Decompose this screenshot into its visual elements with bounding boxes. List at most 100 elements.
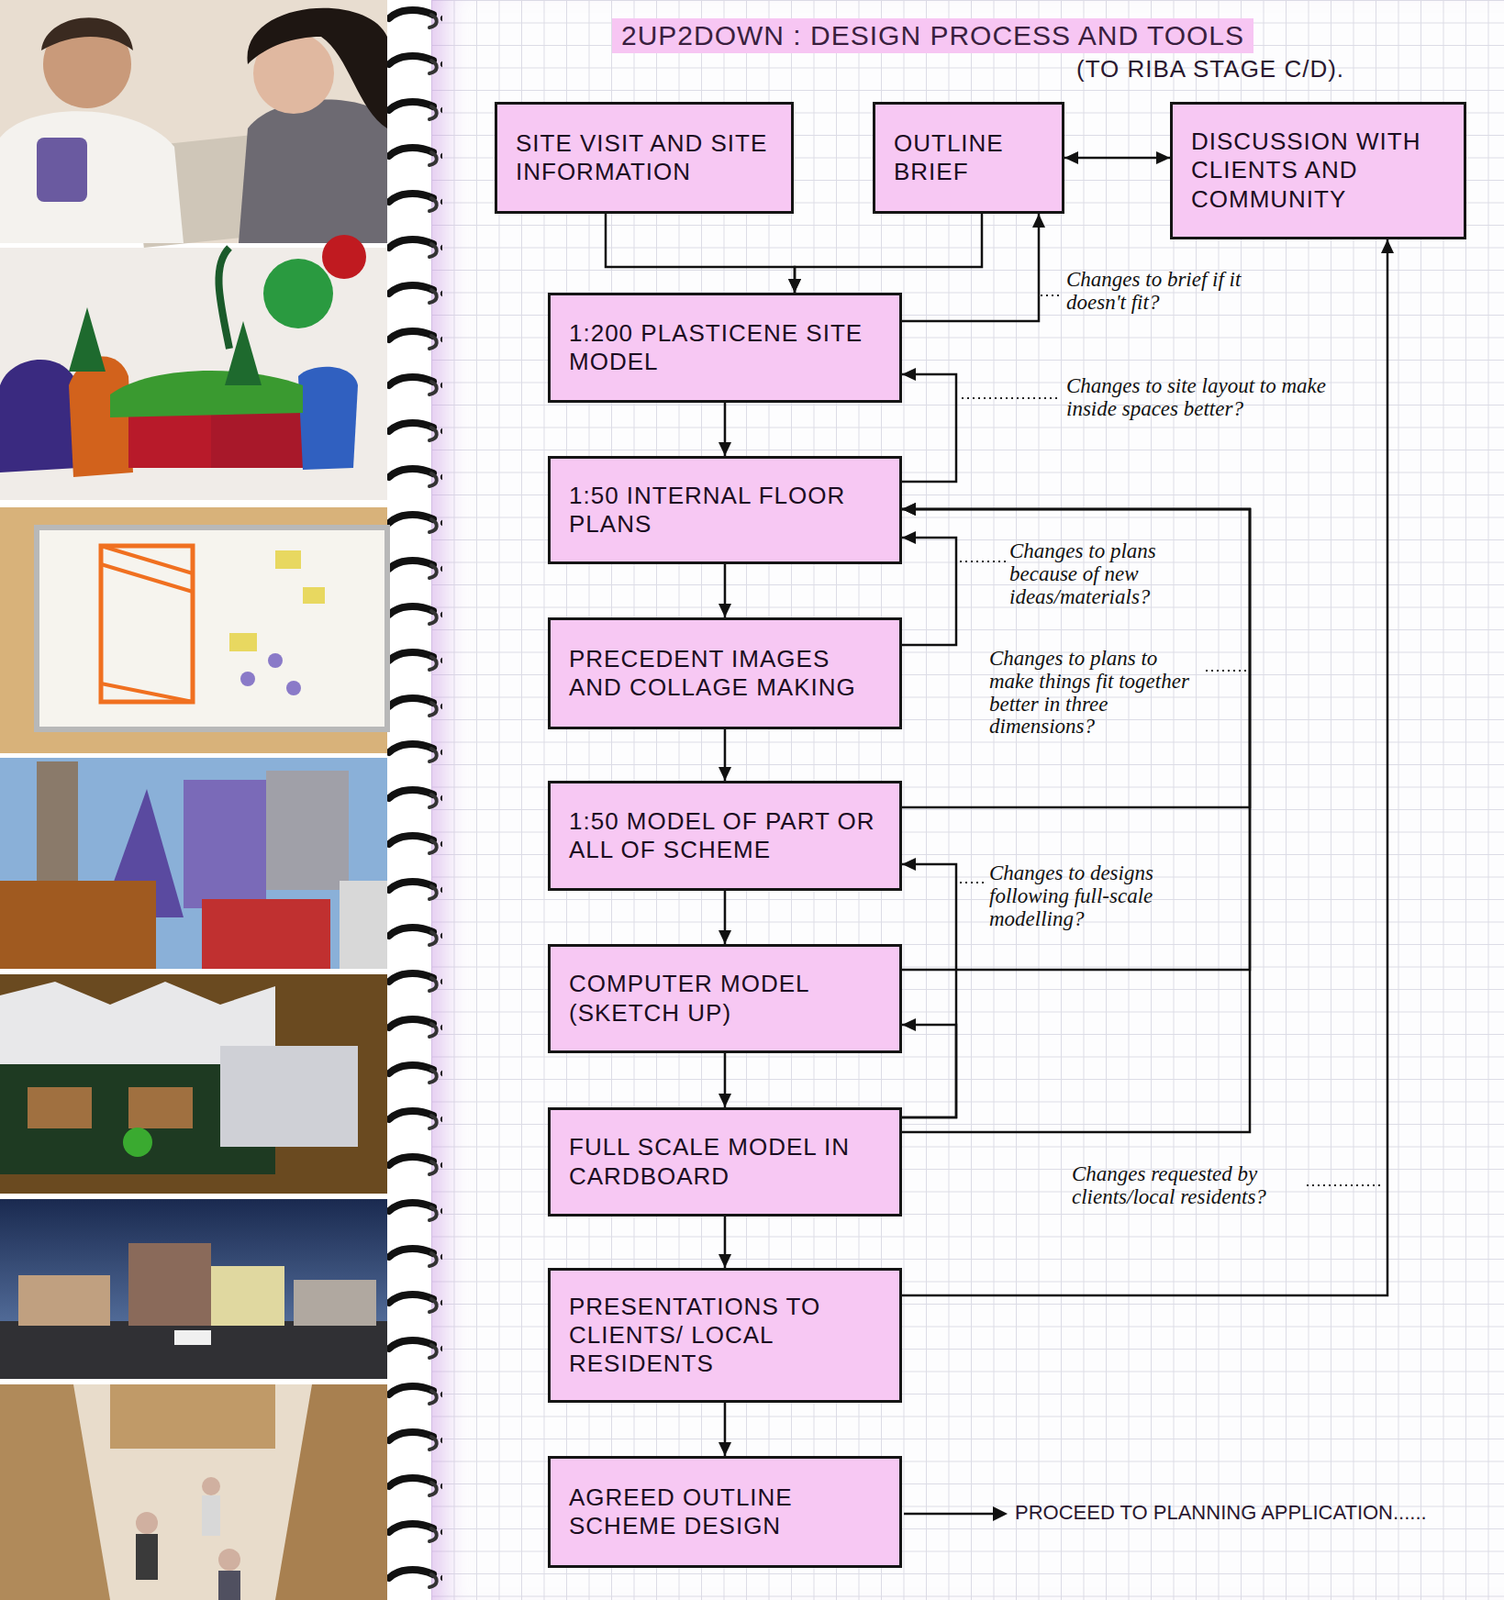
process-box: PRESENTATIONS TO CLIENTS/ LOCAL RESIDENT… <box>547 1268 903 1404</box>
board <box>36 527 388 730</box>
blob <box>298 367 358 470</box>
leader-lines <box>959 295 1384 1186</box>
connector <box>788 213 982 293</box>
pompom <box>263 258 334 329</box>
photo-ground <box>0 247 388 501</box>
connector <box>718 891 732 945</box>
grass <box>110 370 303 418</box>
photo-full-scale <box>0 1384 388 1600</box>
street <box>0 1321 388 1380</box>
arrow-head <box>718 603 732 618</box>
box-text: OUTLINE BRIEF <box>893 129 1044 187</box>
connector <box>605 213 802 293</box>
arrow-head <box>718 930 732 945</box>
cardboard-wall <box>0 1384 111 1600</box>
annotation: Changes to site layout to make inside sp… <box>1066 375 1342 422</box>
photo-ground <box>0 757 388 970</box>
jar <box>36 137 88 202</box>
model-part <box>220 1046 358 1148</box>
photo-render <box>0 1199 388 1380</box>
leader-line <box>961 397 1061 400</box>
diagram-title: 2UP2DOWN : DESIGN PROCESS AND TOOLS <box>612 18 1254 54</box>
arrow-head <box>902 502 916 516</box>
connector <box>718 1216 732 1269</box>
photo-plan <box>0 507 388 754</box>
building <box>183 779 267 909</box>
facade <box>211 1266 285 1326</box>
connector <box>902 213 1046 322</box>
paper-piece <box>302 587 325 604</box>
arrow-head <box>902 1018 916 1032</box>
connector <box>902 502 1250 970</box>
arrow-head <box>718 1093 732 1108</box>
connector <box>902 367 957 482</box>
arrow-head <box>902 502 916 516</box>
pompom <box>322 234 367 279</box>
person <box>218 1548 241 1571</box>
box-text: FULL SCALE MODEL IN CARDBOARD <box>568 1133 881 1191</box>
connector <box>718 1053 732 1108</box>
plaid-shirt <box>238 100 388 244</box>
annotation: Changes to plans because of new ideas/ma… <box>1009 540 1219 609</box>
process-box: 1:50 INTERNAL FLOOR PLANS <box>547 456 903 565</box>
connector <box>902 531 957 646</box>
process-box: AGREED OUTLINE SCHEME DESIGN <box>547 1456 903 1569</box>
connector-line <box>902 509 1250 808</box>
connector-line <box>794 213 982 293</box>
free-label: (TO RIBA STAGE C/D). <box>1076 55 1345 84</box>
process-box: PRECEDENT IMAGES AND COLLAGE MAKING <box>547 617 903 730</box>
box-text: PRECEDENT IMAGES AND COLLAGE MAKING <box>568 645 881 702</box>
connector <box>902 857 957 1118</box>
arrow-head <box>718 1254 732 1269</box>
cork <box>27 1087 92 1129</box>
connector-line <box>902 1024 957 1118</box>
box-text: DISCUSSION WITH CLIENTS AND COMMUNITY <box>1191 127 1446 214</box>
connector-line <box>902 864 957 1118</box>
person <box>201 1477 221 1496</box>
person <box>218 1570 241 1600</box>
connector-line <box>605 213 795 293</box>
annotation: Changes requested by clients/local resid… <box>1071 1163 1302 1210</box>
photo-ground <box>0 1384 388 1600</box>
person <box>135 1534 158 1581</box>
process-box: OUTLINE BRIEF <box>872 101 1065 214</box>
leader-line <box>1306 1184 1384 1187</box>
photo-ground <box>0 1199 388 1380</box>
box-text: COMPUTER MODEL (SKETCH UP) <box>568 969 881 1027</box>
process-box: SITE VISIT AND SITE INFORMATION <box>494 101 794 214</box>
tree <box>68 307 106 372</box>
person <box>201 1495 221 1537</box>
connector <box>1064 151 1170 165</box>
connector <box>902 239 1394 1296</box>
annotation: Changes to plans to make things fit toge… <box>989 647 1203 739</box>
spiral-binding <box>387 0 443 1600</box>
connector <box>902 502 1250 1133</box>
shirt <box>0 111 184 244</box>
annotation: Changes to designs following full-scale … <box>989 862 1210 931</box>
box-text: 1:50 MODEL OF PART OR ALL OF SCHEME <box>568 807 881 865</box>
box-text: SITE VISIT AND SITE INFORMATION <box>515 129 773 187</box>
connector <box>902 1018 957 1118</box>
box-text: AGREED OUTLINE SCHEME DESIGN <box>568 1483 881 1541</box>
tree <box>122 1127 153 1158</box>
outline <box>100 545 193 702</box>
hair <box>246 8 388 129</box>
connector <box>718 402 732 457</box>
connector <box>902 502 1250 808</box>
photo-workshop <box>0 0 388 248</box>
photo-collage <box>0 757 388 970</box>
arrow-head <box>992 1506 1008 1522</box>
connector-line <box>902 239 1388 1296</box>
photo-plasticine <box>0 234 388 501</box>
arrow-head <box>788 278 802 293</box>
leader-line <box>959 881 986 884</box>
connector-line <box>902 509 1250 1133</box>
arrow-head <box>1156 151 1170 165</box>
arrow-line <box>903 1513 995 1516</box>
arrow-head <box>1064 151 1079 165</box>
connector-line <box>902 213 1039 322</box>
facade <box>293 1280 377 1326</box>
paper-piece <box>275 550 301 569</box>
dot <box>267 653 283 669</box>
